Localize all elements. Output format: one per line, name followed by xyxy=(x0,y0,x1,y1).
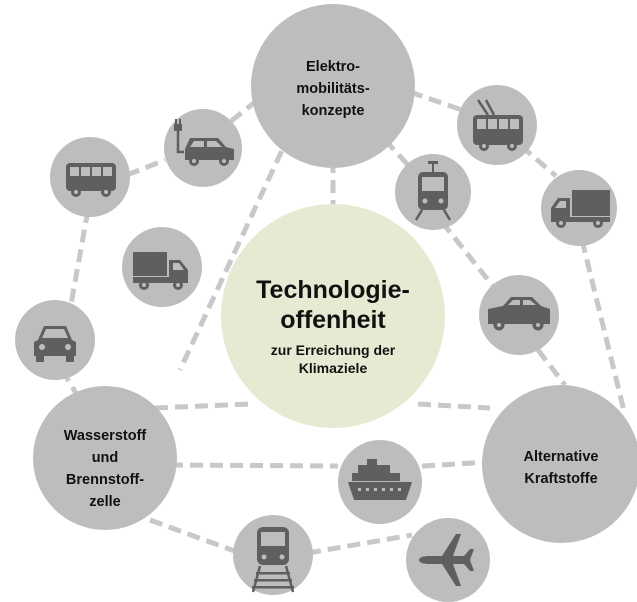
truck-icon xyxy=(541,170,617,246)
hub-hydrogen: Wasserstoff und Brennstoff- zelle xyxy=(33,386,177,530)
airplane-icon xyxy=(406,518,490,602)
edge xyxy=(169,462,339,469)
edge xyxy=(154,401,251,411)
hub-fuels: Alternative Kraftstoffe xyxy=(482,385,637,543)
edge xyxy=(307,532,413,556)
edge xyxy=(177,131,293,372)
ship-icon xyxy=(338,440,422,524)
edge xyxy=(149,517,241,556)
edge xyxy=(421,459,491,469)
center-title-line1: Technologie- xyxy=(256,276,410,304)
hub-hydrogen-line3: Brennstoff- xyxy=(66,472,144,488)
car-icon xyxy=(479,275,559,355)
edge xyxy=(409,89,463,113)
car-icon xyxy=(15,300,95,380)
hub-hydrogen-line4: zelle xyxy=(89,494,120,510)
trolleybus-icon xyxy=(457,85,537,165)
hub-fuels-line1: Alternative xyxy=(524,449,599,465)
edge xyxy=(126,157,166,178)
edge xyxy=(67,209,91,311)
hub-electro-line2: mobilitäts- xyxy=(296,81,369,97)
hub-electro: Elektro- mobilitäts- konzepte xyxy=(251,4,415,168)
edge xyxy=(417,401,491,411)
tram-icon xyxy=(395,154,471,230)
hub-electro-line1: Elektro- xyxy=(306,59,360,75)
hub-hydrogen-line1: Wasserstoff xyxy=(64,428,147,444)
bus-icon xyxy=(50,137,130,217)
center-subtitle-line1: zur Erreichung der xyxy=(271,342,396,358)
center-node: Technologie- offenheit zur Erreichung de… xyxy=(221,204,445,428)
edge xyxy=(579,239,628,416)
center-title-line2: offenheit xyxy=(280,306,386,334)
hub-fuels-line2: Kraftstoffe xyxy=(524,471,597,487)
ev-car-icon xyxy=(164,109,242,187)
edge xyxy=(536,348,567,387)
hub-hydrogen-line2: und xyxy=(92,450,119,466)
hub-electro-line3: konzepte xyxy=(302,103,365,119)
center-subtitle-line2: Klimaziele xyxy=(299,360,368,376)
edge xyxy=(440,220,498,292)
train-icon xyxy=(233,515,313,595)
truck-icon xyxy=(122,227,202,307)
